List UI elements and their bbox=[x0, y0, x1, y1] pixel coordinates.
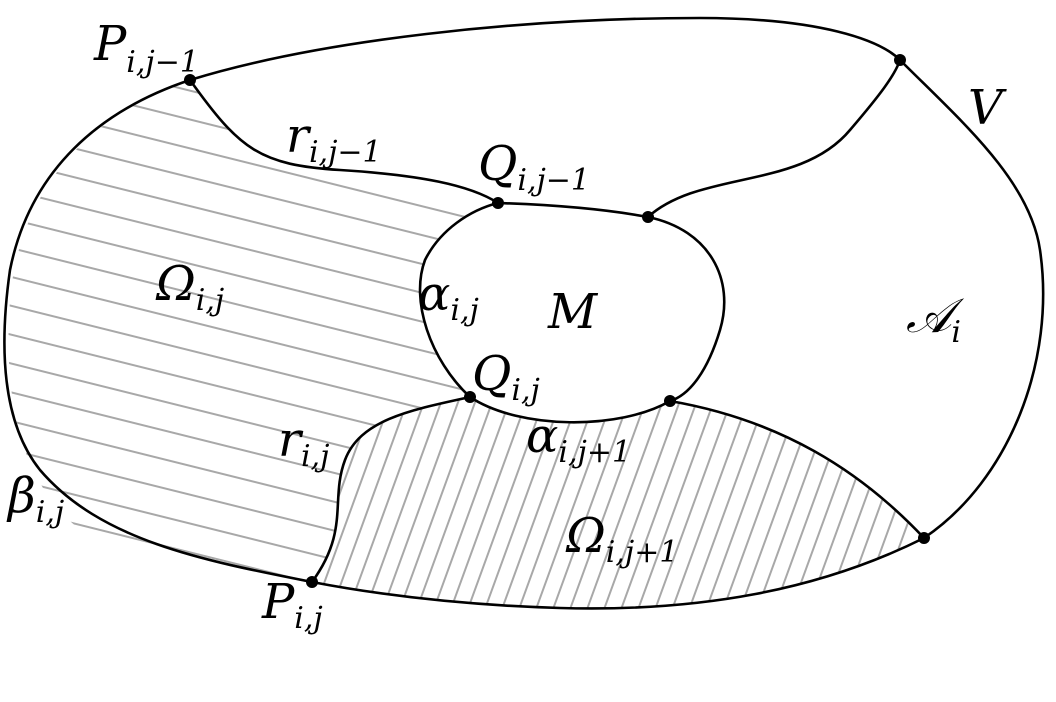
label-beta-ij: βi,j bbox=[6, 468, 64, 530]
point-lower-right-inner bbox=[664, 395, 676, 407]
label-m: M bbox=[547, 284, 599, 340]
point-upper-right-inner bbox=[642, 211, 654, 223]
label-alpha-ij: αi,j bbox=[418, 266, 479, 328]
label-a-i: 𝒜i bbox=[906, 288, 965, 350]
label-q-ij: Qi,j bbox=[472, 346, 540, 408]
point-upper-right-outer bbox=[894, 54, 906, 66]
outer-boundary-curve bbox=[3, 16, 1045, 610]
region-omega-ij bbox=[8, 80, 498, 582]
point-q-ij-minus1 bbox=[492, 197, 504, 209]
point-p-ij-minus1 bbox=[184, 74, 196, 86]
label-p-ij-minus1: Pi,j−1 bbox=[93, 16, 199, 80]
arc-lower-right bbox=[668, 399, 926, 540]
arc-r-ij bbox=[310, 395, 472, 584]
point-q-ij bbox=[464, 391, 476, 403]
label-q-ij-minus1: Qi,j−1 bbox=[478, 136, 590, 198]
label-alpha-ij-plus1: αi,j+1 bbox=[526, 408, 631, 470]
label-p-ij: Pi,j bbox=[261, 574, 323, 636]
point-p-ij bbox=[306, 576, 318, 588]
arc-upper-right bbox=[646, 58, 902, 219]
label-omega-ij-plus1: Ωi,j+1 bbox=[565, 508, 678, 570]
label-r-ij: ri,j bbox=[278, 412, 329, 474]
label-omega-ij: Ωi,j bbox=[155, 256, 224, 318]
label-r-ij-minus1: ri,j−1 bbox=[286, 108, 382, 170]
arc-r-ij-minus1 bbox=[188, 78, 500, 205]
point-lower-right-outer bbox=[918, 532, 930, 544]
label-v: V bbox=[968, 80, 1007, 136]
region-omega-ij-plus1 bbox=[312, 397, 924, 609]
